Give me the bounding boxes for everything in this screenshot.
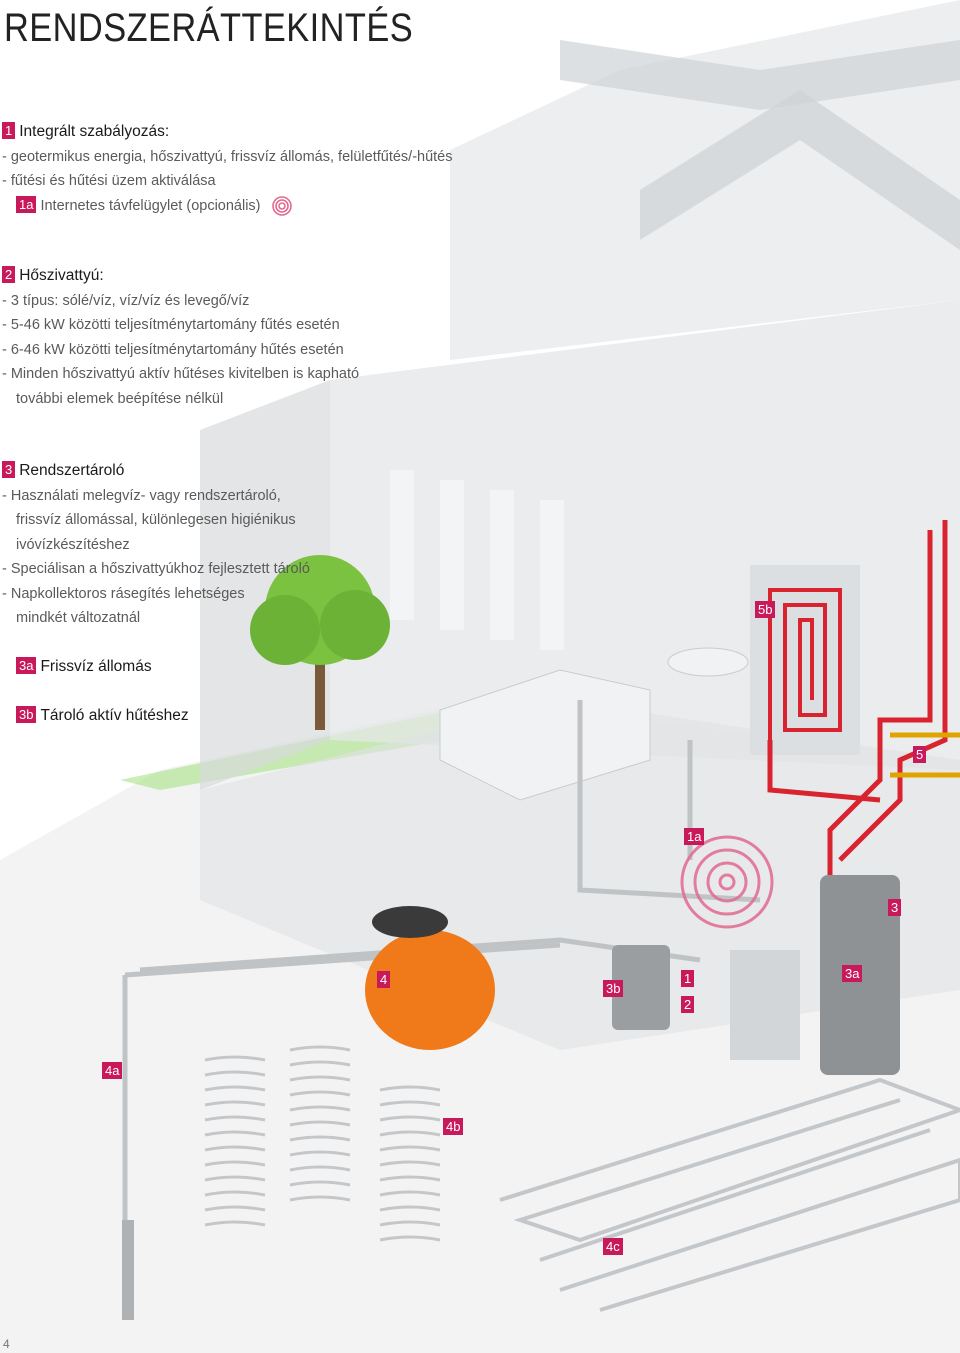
cooling-tank: [612, 945, 670, 1030]
sink: [667, 647, 749, 677]
remote-signal-icon: [271, 195, 292, 216]
windows: [390, 470, 564, 650]
callout-4b: 4b: [443, 1118, 464, 1135]
wall-heating-panel: [750, 565, 860, 755]
bullet-continuation: ivóvízkészítéshez: [16, 536, 130, 553]
section-heading: Frissvíz állomás: [40, 658, 152, 675]
bullet-continuation: mindkét változatnál: [16, 610, 141, 626]
bullet-line: - 3 típus: sólé/víz, víz/víz és levegő/v…: [2, 292, 250, 309]
bullet-continuation: további elemek beépítése nélkül: [16, 390, 224, 407]
bullet-continuation: frissvíz állomással, különlegesen higién…: [16, 512, 296, 528]
bathtub: [439, 669, 651, 801]
bullet-line: - geotermikus energia, hőszivattyú, fris…: [2, 148, 453, 165]
section-heading: Tároló aktív hűtéshez: [40, 707, 189, 724]
badge-3a: 3a: [16, 657, 37, 674]
page-title: RENDSZERÁTTEKINTÉS: [4, 6, 414, 50]
bullet-line: - Minden hőszivattyú aktív hűtéses kivit…: [2, 366, 360, 382]
ground-probe: [122, 1220, 134, 1320]
badge-1: 1: [2, 122, 16, 139]
callout-5: 5: [913, 746, 927, 763]
bullet-line: - Használati melegvíz- vagy rendszertáro…: [2, 487, 281, 504]
page-number: 4: [3, 1337, 10, 1351]
heat-pump-unit: [730, 950, 800, 1060]
callout-3a: 3a: [842, 965, 863, 982]
callout-2: 2: [681, 996, 695, 1013]
badge-1a: 1a: [16, 195, 37, 213]
section-heading: Hőszivattyú:: [19, 267, 104, 284]
badge-3b: 3b: [16, 706, 37, 723]
callout-1: 1: [681, 970, 695, 987]
bullet-line: - Speciálisan a hőszivattyúkhoz fejleszt…: [2, 561, 310, 577]
callout-4: 4: [377, 971, 391, 988]
callout-4a: 4a: [102, 1062, 123, 1079]
bullet-line: - 6-46 kW közötti teljesítménytartomány …: [2, 341, 344, 358]
callout-5b: 5b: [755, 601, 776, 618]
hot-pipes: [767, 520, 948, 900]
remote-signal-rings: [680, 835, 774, 929]
bullet-line: - fűtési és hűtési üzem aktiválása: [2, 173, 216, 189]
bullet-line: - Napkollektoros rásegítés lehetséges: [2, 585, 245, 602]
badge-2: 2: [2, 266, 16, 283]
callout-3b: 3b: [603, 980, 624, 997]
section-heading: Rendszertároló: [19, 462, 125, 479]
house-side-wall: [200, 380, 330, 790]
gable: [640, 90, 960, 250]
callout-1a: 1a: [684, 828, 705, 845]
roof: [560, 40, 960, 110]
tree: [250, 555, 390, 730]
manifold: [890, 732, 960, 778]
orange-tank: [365, 906, 495, 1050]
sub-item-text: Internetes távfelügylet (opcionális): [40, 197, 261, 214]
ground-coils: [204, 1045, 441, 1242]
callout-3: 3: [888, 899, 902, 916]
callout-4c: 4c: [603, 1238, 623, 1255]
wall-heating-coil: [768, 588, 842, 740]
badge-3: 3: [2, 461, 16, 478]
bullet-line: - 5-46 kW közötti teljesítménytartomány …: [2, 317, 340, 333]
section-heading: Integrált szabályozás:: [19, 123, 170, 140]
